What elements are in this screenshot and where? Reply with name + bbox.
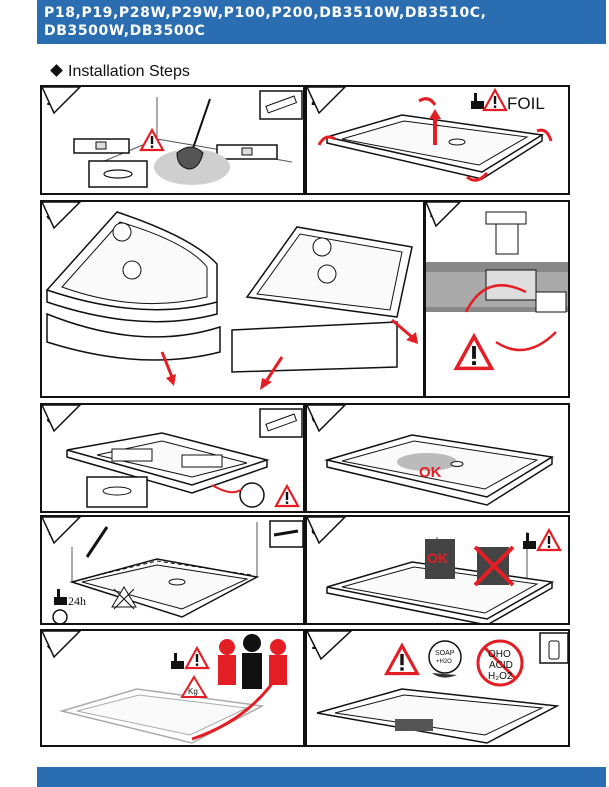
wait-hours-label: 24h: [68, 594, 86, 608]
hand-icon: [523, 533, 536, 549]
warning-triangle-icon: [454, 334, 494, 371]
hand-icon: [171, 653, 184, 669]
warning-triangle-icon: [184, 646, 210, 670]
model-list-line-2: DB3500W,DB3500C: [44, 23, 206, 39]
soap-label: SOAP: [435, 650, 455, 657]
chemical-label-1: OHO: [488, 649, 511, 660]
step-3-panel: 3: [40, 200, 425, 398]
model-list-line-1: P18,P19,P28W,P29W,P100,P200,DB3510W,DB35…: [44, 5, 487, 21]
step-2-panel: 2 FOIL: [305, 85, 570, 195]
step-9-panel: 9 Kg: [40, 629, 305, 747]
spirit-level-icon: [73, 138, 148, 188]
warning-triangle-icon: [274, 484, 300, 508]
section-title: Installation Steps: [50, 62, 190, 82]
ok-label: OK: [427, 550, 448, 566]
hand-icon: [54, 589, 67, 605]
soap-water-label: +H2O: [436, 659, 452, 665]
model-list: P18,P19,P28W,P29W,P100,P200,DB3510W,DB35…: [44, 4, 487, 40]
ok-label: OK: [419, 464, 442, 481]
foil-label: FOIL: [507, 94, 545, 113]
warning-triangle-icon: [385, 644, 419, 676]
step-8-panel: 8 OK: [305, 515, 570, 625]
step-5-panel: 5: [40, 403, 305, 513]
footer-bar: [37, 767, 606, 787]
diamond-bullet-icon: [50, 64, 63, 77]
warning-triangle-icon: [536, 528, 562, 552]
chemical-label-2: ACID: [489, 660, 513, 671]
step-10-panel: 10 SOAP +H2O OHO ACID H₂O2: [305, 629, 570, 747]
step-1-panel: 1: [40, 85, 305, 195]
step-6-panel: 6 OK: [305, 403, 570, 513]
warning-triangle-icon: [139, 128, 165, 152]
hand-icon: [471, 93, 484, 109]
warning-triangle-icon: [482, 88, 508, 112]
step-7-panel: 7 24h: [40, 515, 305, 625]
model-header-bar: P18,P19,P28W,P29W,P100,P200,DB3510W,DB35…: [37, 0, 606, 44]
chemical-label-3: H₂O2: [488, 671, 513, 682]
weight-label: Kg: [188, 687, 198, 696]
step-4-panel: 4: [424, 200, 570, 398]
clock-icon: [52, 609, 68, 623]
section-title-text: Installation Steps: [68, 63, 190, 80]
